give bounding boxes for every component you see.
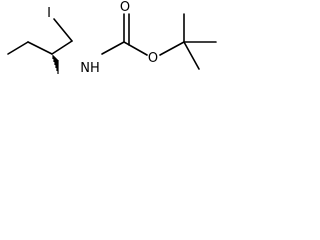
stereo-hashed-wedge <box>52 55 59 74</box>
bond-ester-oxygen-quaternary <box>159 41 185 56</box>
molecule-structure: I NH O O <box>7 0 217 76</box>
bond-set <box>7 13 217 74</box>
atom-label-carbonyl-oxygen: O <box>120 0 130 15</box>
bond-carbonyl-ester-oxygen <box>123 41 148 56</box>
bond-ch2-chiral <box>51 40 73 55</box>
bond-iodine-ch2 <box>53 18 73 42</box>
atom-label-ester-oxygen: O <box>148 51 158 66</box>
bond-ethyl-chiral <box>27 41 53 55</box>
atom-label-nh: NH <box>80 61 100 76</box>
atom-label-iodine: I <box>47 6 51 21</box>
atom-labels: I NH O O <box>47 0 158 76</box>
bond-ethyl-terminal <box>7 41 29 55</box>
bond-nh-carbonyl <box>101 41 125 55</box>
bond-tbutyl-lower <box>183 41 200 70</box>
